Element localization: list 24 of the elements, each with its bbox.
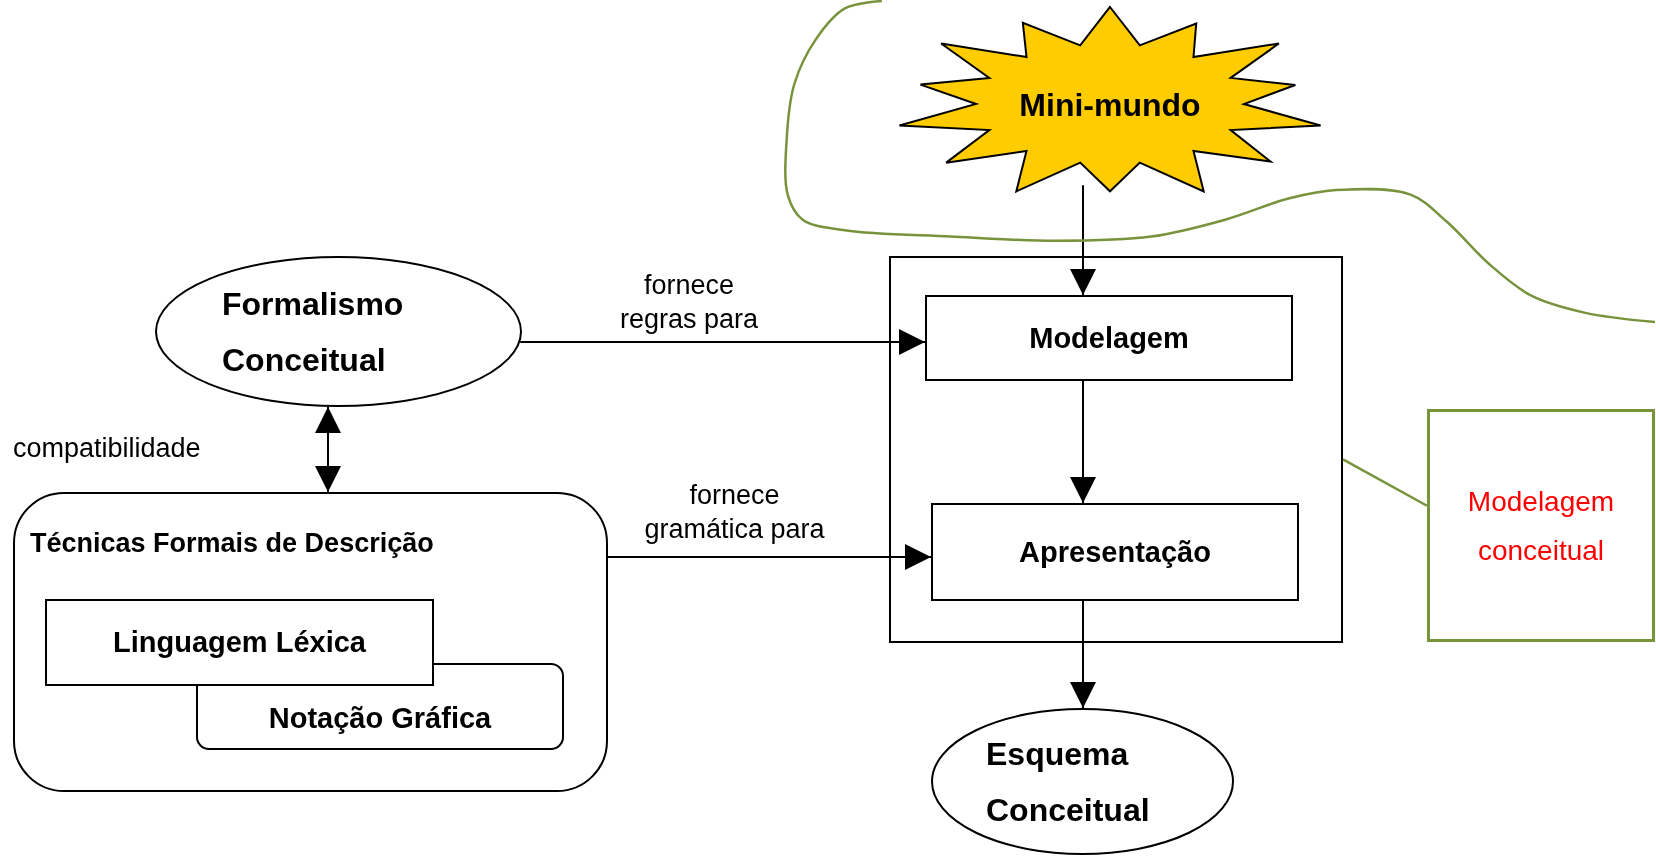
node-label: Mini-mundo [1018,86,1202,125]
node-label: Apresentação [1018,534,1212,570]
ellipse-node [155,256,522,407]
arrow [607,544,932,570]
arrow [1070,380,1096,504]
arrow [1070,184,1096,296]
arrow [1070,600,1096,709]
ellipse-node [931,708,1234,855]
arrow [519,329,926,355]
leader-line [1342,458,1428,507]
node-label: Técnicas Formais de Descrição [30,527,435,561]
group-box [889,256,1343,643]
node-label: Linguagem Léxica [112,625,367,661]
rounded-box [13,492,608,792]
node-label: Esquema Conceitual [986,734,1151,830]
process-box [45,599,434,686]
node-label: Modelagem conceitual [1466,484,1616,568]
process-box [925,295,1293,381]
node-label: Modelagem [1028,320,1190,356]
note-box [1427,409,1655,642]
arrow [315,405,341,493]
node-label: Formalismo Conceitual [222,284,405,380]
node-label: Notação Gráfica [267,700,493,736]
process-box [931,503,1299,601]
